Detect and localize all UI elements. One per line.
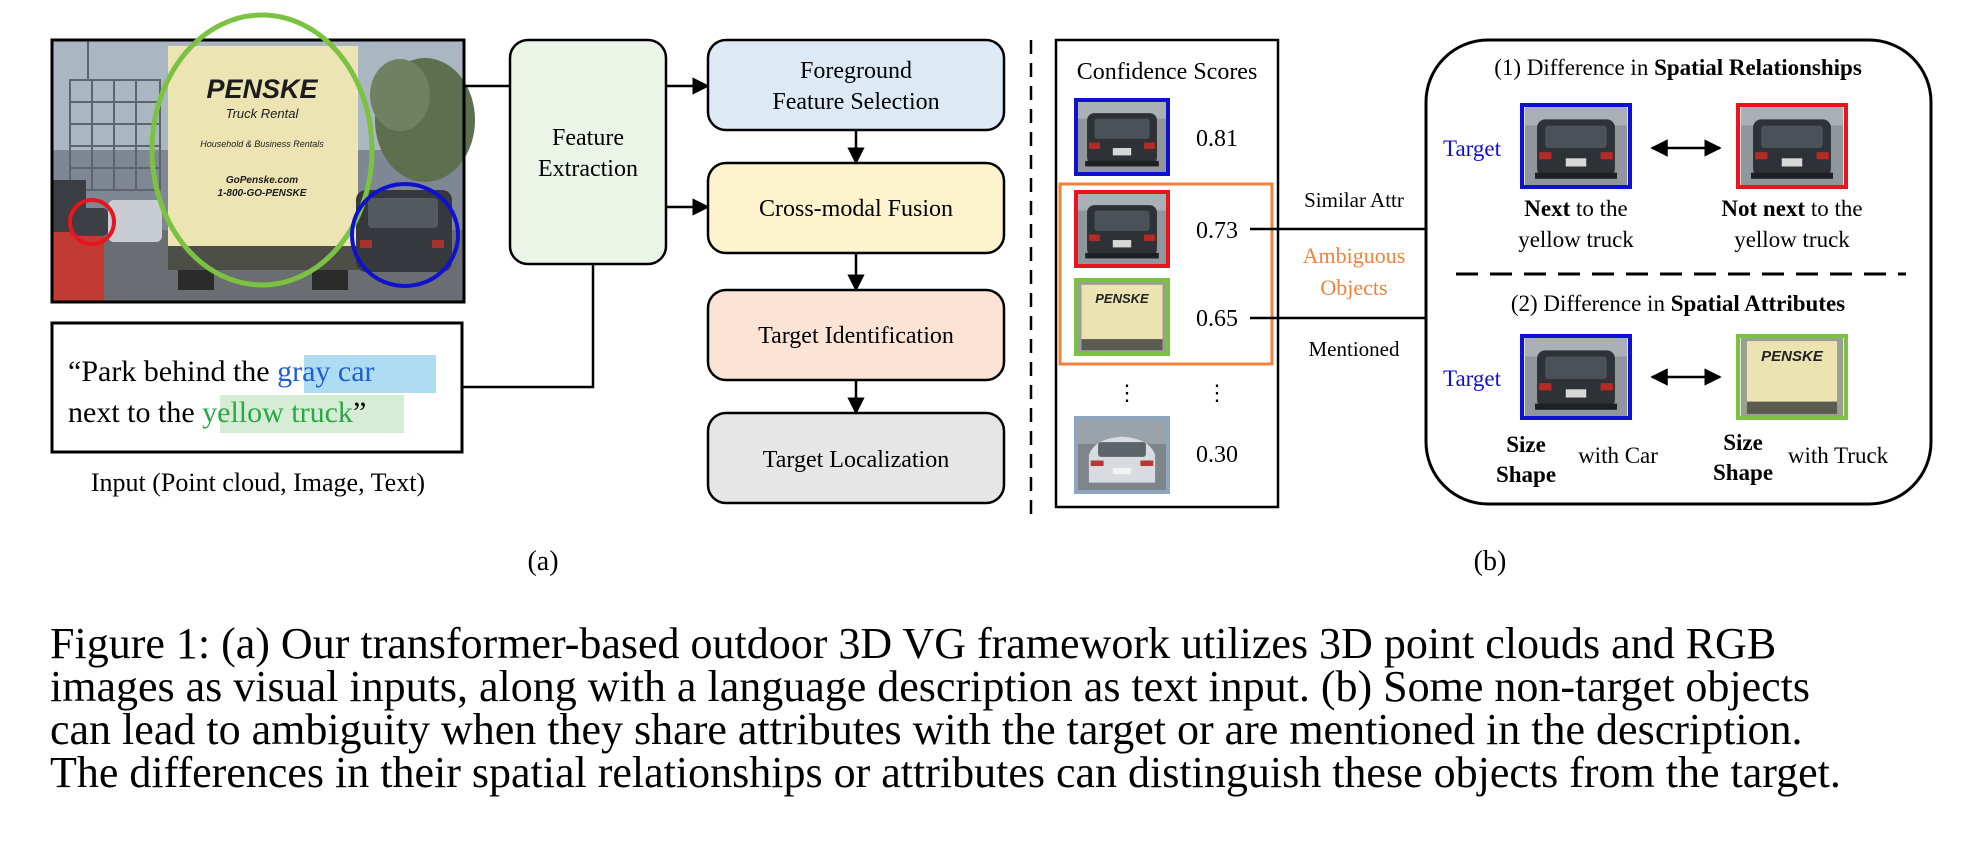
text-input-line1: “Park behind the gray car xyxy=(68,355,375,388)
yellow-truck-highlight xyxy=(220,395,404,433)
size-label-car: Size xyxy=(1506,432,1546,457)
sec1-target-thumb xyxy=(1520,103,1632,189)
panel-a-label: (a) xyxy=(527,546,558,577)
caption-line-1: Figure 1: (a) Our transformer-based outd… xyxy=(50,619,1777,668)
section1-title: (1) Difference in Spatial Relationships xyxy=(1494,55,1862,80)
sec2-truck-thumb: PENSKE xyxy=(1736,334,1848,420)
ambiguous-line1: Ambiguous xyxy=(1303,243,1406,268)
sec2-truck-brand: PENSKE xyxy=(1761,348,1824,365)
panel-b-label: (b) xyxy=(1474,546,1507,577)
shape-label-car: Shape xyxy=(1496,462,1556,487)
red-car-highlight xyxy=(68,198,116,246)
blue-car-highlight xyxy=(350,182,460,288)
text-input-line2: next to the yellow truck” xyxy=(68,396,366,429)
thumb-truck-brand: PENSKE xyxy=(1095,291,1149,306)
input-caption: Input (Point cloud, Image, Text) xyxy=(91,468,425,497)
caption-line-4: The differences in their spatial relatio… xyxy=(50,748,1841,797)
input-connectors xyxy=(462,84,595,389)
feature-extraction-box xyxy=(508,38,668,266)
ambiguous-objects-box xyxy=(1058,182,1274,366)
similar-attr-label: Similar Attr xyxy=(1304,188,1404,212)
with-truck-label: with Truck xyxy=(1788,443,1889,468)
target-label-2: Target xyxy=(1443,366,1502,391)
next-line2: yellow truck xyxy=(1518,227,1634,252)
feature-extraction-line1: Feature xyxy=(552,125,624,151)
gray-car-highlight xyxy=(304,355,436,393)
score-thumb-blue-car xyxy=(1074,98,1170,176)
ambiguous-line2: Objects xyxy=(1320,275,1387,300)
confidence-scores-title: Confidence Scores xyxy=(1077,59,1258,85)
score-4: 0.30 xyxy=(1196,442,1238,468)
identification-label: Target Identification xyxy=(758,323,954,349)
caption-line-2: images as visual inputs, along with a la… xyxy=(50,662,1811,711)
figure-diagram: PENSKE Truck Rental Household & Business… xyxy=(50,12,1933,577)
score-thumb-red-car xyxy=(1074,190,1170,268)
foreground-selection-box xyxy=(706,38,1006,132)
truck-sign-line4: GoPenske.com xyxy=(226,175,298,186)
dots-right: ⋮ xyxy=(1206,380,1228,405)
foreground-line1: Foreground xyxy=(800,58,912,84)
fusion-label: Cross-modal Fusion xyxy=(759,196,953,222)
next-line1: Next to the xyxy=(1524,196,1627,221)
score-3: 0.65 xyxy=(1196,306,1238,332)
localization-label: Target Localization xyxy=(763,447,949,473)
not-next-line1: Not next to the xyxy=(1721,196,1862,221)
with-car-label: with Car xyxy=(1578,443,1658,468)
not-next-line2: yellow truck xyxy=(1734,227,1850,252)
dots-left: ⋮ xyxy=(1116,380,1138,405)
truck-sign-line3: Household & Business Rentals xyxy=(200,139,324,149)
section2-title: (2) Difference in Spatial Attributes xyxy=(1511,291,1845,316)
mentioned-label: Mentioned xyxy=(1309,337,1400,361)
size-label-truck: Size xyxy=(1723,430,1763,455)
sec2-target-thumb xyxy=(1520,334,1632,420)
truck-sign-sub: Truck Rental xyxy=(226,106,300,121)
score-1: 0.81 xyxy=(1196,126,1238,152)
score-2: 0.73 xyxy=(1196,218,1238,244)
shape-label-truck: Shape xyxy=(1713,460,1773,485)
truck-highlight-ellipse xyxy=(149,12,375,288)
figure-caption: Figure 1: (a) Our transformer-based outd… xyxy=(50,619,1970,797)
score-thumb-sedan xyxy=(1074,416,1170,494)
score-thumb-truck: PENSKE xyxy=(1074,278,1170,356)
truck-sign-line5: 1-800-GO-PENSKE xyxy=(218,188,307,199)
differences-panel xyxy=(1424,38,1933,506)
feature-extraction-line2: Extraction xyxy=(538,156,638,182)
sec1-other-thumb xyxy=(1736,103,1848,189)
target-label-1: Target xyxy=(1443,136,1502,161)
text-input-box: “Park behind the gray car next to the ye… xyxy=(50,321,464,454)
street-photo: PENSKE Truck Rental Household & Business… xyxy=(50,12,475,304)
foreground-line2: Feature Selection xyxy=(772,89,939,115)
caption-line-3: can lead to ambiguity when they share at… xyxy=(50,705,1803,754)
truck-sign-brand: PENSKE xyxy=(206,74,318,104)
